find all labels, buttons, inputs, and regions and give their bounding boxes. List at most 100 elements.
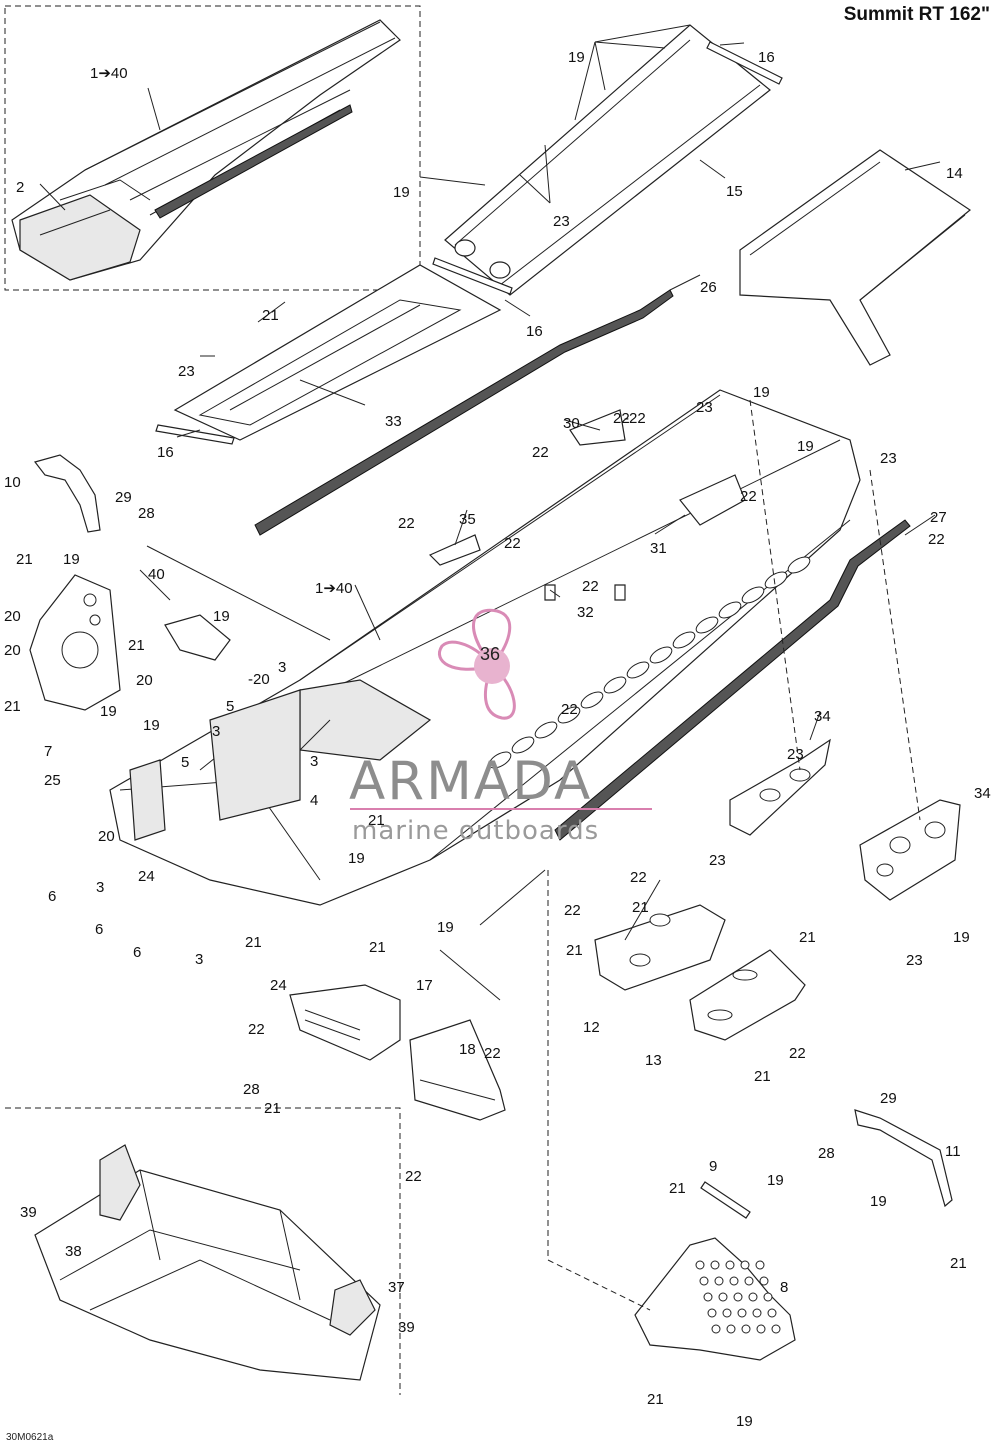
callout-label: 21 xyxy=(799,929,816,946)
watermark-divider xyxy=(350,808,652,810)
callout-label: 38 xyxy=(65,1243,82,1260)
plate-31 xyxy=(679,474,746,526)
watermark-logo xyxy=(438,608,516,720)
callout-label: 19 xyxy=(348,850,365,867)
chassis-slot xyxy=(787,556,811,574)
callout-label: 24 xyxy=(270,977,287,994)
callout-label: 21 xyxy=(16,551,33,568)
callout-label: 8 xyxy=(780,1279,788,1296)
callout-label: 15 xyxy=(726,183,743,200)
plate-8 xyxy=(634,1237,796,1361)
callout-label: 14 xyxy=(946,165,963,182)
callout-label: 22 xyxy=(561,701,578,718)
plate-hole xyxy=(729,1276,739,1286)
callout-label: 23 xyxy=(553,213,570,230)
callout-label: 1➔40 xyxy=(315,580,353,597)
callout-label: 28 xyxy=(818,1145,835,1162)
plate-hole xyxy=(755,1260,765,1270)
plate-hole xyxy=(756,1324,766,1334)
callout-label: 1➔40 xyxy=(90,65,128,82)
callout-label: 19 xyxy=(767,1172,784,1189)
callout-label: 40 xyxy=(148,566,165,583)
plate-hole xyxy=(741,1324,751,1334)
plate-hole xyxy=(725,1260,735,1270)
callout-label: 23 xyxy=(696,399,713,416)
callout-label: 19 xyxy=(437,919,454,936)
callout-label: 32 xyxy=(577,604,594,621)
chassis-slot xyxy=(695,616,719,634)
plate-hole xyxy=(740,1260,750,1270)
callout-label: 29 xyxy=(115,489,132,506)
callout-label: 16 xyxy=(157,444,174,461)
callout-label: 3 xyxy=(278,659,286,676)
callout-label: 20 xyxy=(4,642,21,659)
rail-27 xyxy=(554,519,911,841)
chassis-slot xyxy=(764,571,788,589)
callout-label: 18 xyxy=(459,1041,476,1058)
running-board-15 xyxy=(444,24,771,296)
callout-label: 22 xyxy=(740,488,757,505)
plate-hole xyxy=(763,1292,773,1302)
callout-label: 12 xyxy=(583,1019,600,1036)
callout-label: 23 xyxy=(880,450,897,467)
callout-label: 3 xyxy=(310,753,318,770)
callout-label: 5 xyxy=(226,698,234,715)
chassis-slot xyxy=(741,586,765,604)
footrest-plate-33 xyxy=(173,264,502,441)
callout-label: 21 xyxy=(754,1068,771,1085)
inset-frame-assembly xyxy=(34,1144,381,1381)
callout-label: 19 xyxy=(143,717,160,734)
plate-hole xyxy=(711,1324,721,1334)
callout-label: 19 xyxy=(736,1413,753,1430)
plate-hole xyxy=(714,1276,724,1286)
chassis-slot xyxy=(580,691,604,709)
callout-label: 23 xyxy=(709,852,726,869)
callout-label: 24 xyxy=(138,868,155,885)
callout-label: 23 xyxy=(787,746,804,763)
callout-label: 3 xyxy=(212,723,220,740)
callout-label: 19 xyxy=(63,551,80,568)
callout-label: 20 xyxy=(98,828,115,845)
callout-label: 6 xyxy=(95,921,103,938)
rail-strips-16 xyxy=(155,41,783,445)
plate-hole xyxy=(752,1308,762,1318)
callout-label: 21 xyxy=(950,1255,967,1272)
bracket-13 xyxy=(689,949,806,1041)
chassis-slot xyxy=(534,721,558,739)
callout-label: 23 xyxy=(178,363,195,380)
callout-label: 35 xyxy=(459,511,476,528)
callout-label: 19 xyxy=(393,184,410,201)
callout-label: 22 xyxy=(504,535,521,552)
callout-label: 21 xyxy=(245,934,262,951)
callout-label: 10 xyxy=(4,474,21,491)
callout-label: 5 xyxy=(181,754,189,771)
chassis-slot xyxy=(672,631,696,649)
plate-hole xyxy=(699,1276,709,1286)
callout-label: 21 xyxy=(369,939,386,956)
callout-label: 16 xyxy=(758,49,775,66)
plate-hole xyxy=(726,1324,736,1334)
callout-label: 19 xyxy=(797,438,814,455)
plate-hole xyxy=(722,1308,732,1318)
callout-label: 21 xyxy=(264,1100,281,1117)
chassis-slot xyxy=(603,676,627,694)
callout-label: 34 xyxy=(974,785,991,802)
callout-label: 22 xyxy=(630,869,647,886)
callout-label: 21 xyxy=(368,812,385,829)
callout-label: 16 xyxy=(526,323,543,340)
plate-hole xyxy=(759,1276,769,1286)
bracket-small-left xyxy=(164,614,231,661)
callout-label: 6 xyxy=(133,944,141,961)
plate-hole xyxy=(718,1292,728,1302)
callout-label: -20 xyxy=(248,671,270,688)
callout-label: 21 xyxy=(669,1180,686,1197)
callout-label: 13 xyxy=(645,1052,662,1069)
callout-label: 21 xyxy=(647,1391,664,1408)
callout-label: 21 xyxy=(632,899,649,916)
callout-label: 20 xyxy=(136,672,153,689)
plate-hole xyxy=(707,1308,717,1318)
callout-label: 21 xyxy=(566,942,583,959)
side-panel-14 xyxy=(739,149,972,366)
plate-hole xyxy=(695,1260,705,1270)
callout-label: 19 xyxy=(100,703,117,720)
